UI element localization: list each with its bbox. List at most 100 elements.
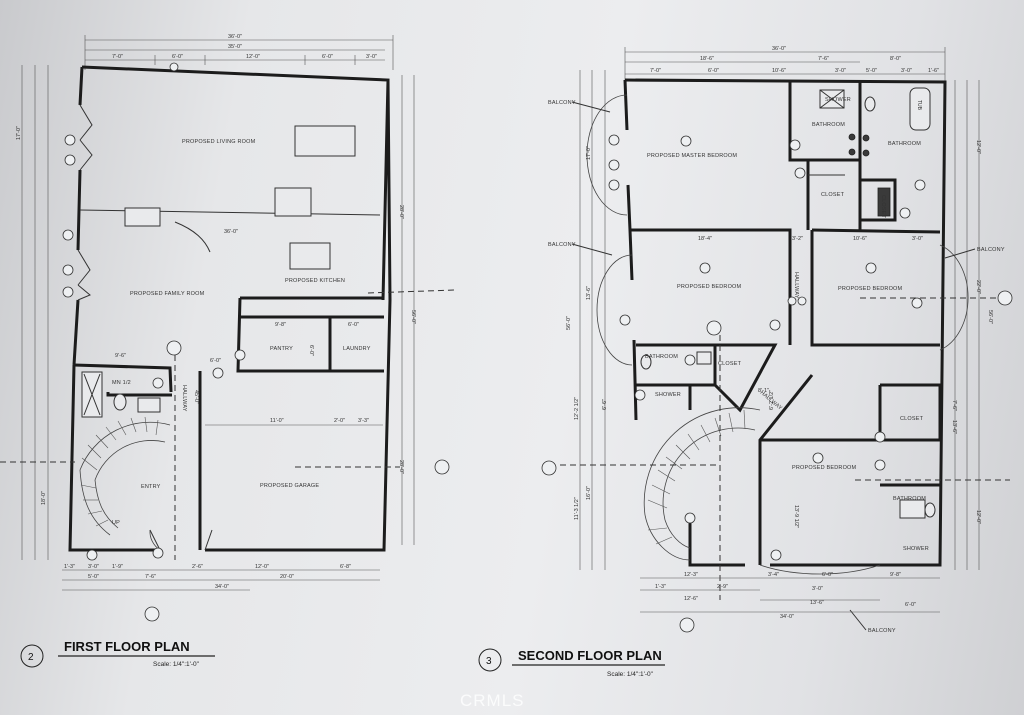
dim2-top-d: 3'-0" (835, 68, 846, 74)
dim2-right-5: 7'-6" (951, 400, 957, 411)
plan2-scale: Scale: 1/4":1'-0" (607, 671, 654, 678)
dim-pantry-w: 9'-8" (275, 322, 286, 328)
dim-hall-c: 45'-0" (193, 390, 199, 404)
plan-scale: Scale: 1/4":1'-0" (153, 661, 200, 668)
plan-title: FIRST FLOOR PLAN (64, 639, 190, 654)
dim-garage-b: 2'-0" (334, 418, 345, 424)
room2-bathroom-3: BATHROOM (645, 354, 678, 360)
dim-bot-d: 12'-0" (255, 564, 269, 570)
plan2-number: 3 (486, 656, 492, 667)
dim2-top-3: 7'-6" (818, 56, 829, 62)
family-table (124, 207, 161, 227)
dim-bot-overall: 34'-0" (215, 584, 229, 590)
dim-left-2: 18'-0" (41, 491, 47, 505)
room2-shower-1: SHOWER (825, 97, 851, 103)
dim2-right-6: 13'-6" (951, 420, 957, 434)
room2-master: PROPOSED MASTER BEDROOM (647, 153, 737, 159)
kitchen-island-2 (289, 242, 331, 270)
plan-number: 2 (28, 652, 34, 663)
dim2-left-4: 11'-3 1/2" (574, 497, 580, 520)
room2-closet-1: CLOSET (821, 192, 845, 198)
room2-bathroom-2: BATHROOM (888, 141, 921, 147)
toilet-icon (113, 393, 127, 411)
dim2-right-2: 22'-0" (975, 280, 981, 294)
room-laundry: LAUNDRY (343, 346, 371, 352)
dim-top-e: 3'-0" (366, 54, 377, 60)
dim-top-d: 6'-0" (322, 54, 333, 60)
dim2-bot-2: 13'-6" (810, 600, 824, 606)
dim-top-b: 6'-0" (172, 54, 183, 60)
dim-left-1: 17'-0" (16, 126, 22, 140)
dim2-top-c: 10'-6" (772, 68, 786, 74)
dim2-bot-i: 6'-0" (905, 602, 916, 608)
bathtub-icon (909, 87, 931, 131)
living-room-table (294, 125, 356, 157)
dim-hall-b: 6'-0" (210, 358, 221, 364)
second-floor-plan: 3 6'-0" 18'-6" 7'-6" 7'-0" 6'-0" 10'-6" 3… (478, 46, 1013, 678)
dim2-top-e: 5'-0" (866, 68, 877, 74)
door-tag-bubbles-2 (541, 134, 1013, 633)
plan2-title: SECOND FLOOR PLAN (518, 648, 662, 663)
plan-number-circle (20, 644, 44, 668)
room2-bedroom-2: PROPOSED BEDROOM (838, 286, 903, 292)
room-garage: PROPOSED GARAGE (260, 483, 319, 489)
room-hallway: HALLWAY (181, 385, 187, 412)
dim2-left-2: 13'-6" (586, 286, 592, 300)
dim2-top-a: 7'-0" (650, 68, 661, 74)
dim2-right-3: 56'-0" (987, 310, 993, 324)
dim2-bot-g: 3'-0" (812, 586, 823, 592)
dim2-left-5: 16'-0" (586, 486, 592, 500)
room2-balcony-4: BALCONY (868, 628, 896, 634)
dim2-bot-d: 12'-6" (684, 596, 698, 602)
dim-bot-f: 6'-8" (340, 564, 351, 570)
dim-top-c: 12'-0" (246, 54, 260, 60)
dim-garage-width: 11'-0" (270, 418, 284, 424)
dim2-left-3: 12'-2 1/2" (574, 397, 580, 420)
room2-closet-3: CLOSET (900, 416, 924, 422)
dim2-top-2: 18'-6" (700, 56, 714, 62)
room2-closet-2: CLOSET (718, 361, 742, 367)
room2-balcony-1: BALCONY (548, 100, 576, 106)
room2-balcony-2: BALCONY (548, 242, 576, 248)
dim-garage-c: 3'-3" (358, 418, 369, 424)
room2-bathroom-4: BATHROOM (893, 496, 926, 502)
room2-bedroom-1: PROPOSED BEDROOM (677, 284, 742, 290)
dim2-bot-f: 6'-0" (822, 572, 833, 578)
crmls-watermark: CRMLS (460, 691, 525, 710)
dim2-top-f: 3'-0" (901, 68, 912, 74)
dim-hall-a: 9'-6" (115, 353, 126, 359)
dim2-bot-e: 3'-4" (768, 572, 779, 578)
room2-bathroom-1: BATHROOM (812, 122, 845, 128)
room2-bedroom-3: PROPOSED BEDROOM (792, 465, 857, 471)
dim-bot-c: 2'-6" (192, 564, 203, 570)
dim2-right-1: 12'-0" (975, 140, 981, 154)
dim2-inner-4: 6'-6" (602, 399, 608, 410)
dim2-right-4: 12'-0" (975, 510, 981, 524)
stair-up-label: UP (112, 520, 120, 526)
room-family: PROPOSED FAMILY ROOM (130, 291, 205, 297)
room-half-bath: MN 1/2 (112, 380, 131, 386)
sink-icon (137, 397, 161, 413)
dim2-inner-1: 6'-2 1/2" (769, 390, 775, 410)
closet-shelf (877, 187, 891, 217)
dim-right-2: 56'-0" (410, 310, 416, 324)
dim2-mid-3: 3'-0" (912, 236, 923, 242)
dim-laundry-w: 6'-0" (348, 322, 359, 328)
dim-bot-i: 1'-9" (112, 564, 123, 570)
dim2-inner-2: 13'-9 1/2" (793, 505, 799, 528)
room-entry: ENTRY (141, 484, 161, 490)
dim2-bot-a: 1'-3" (655, 584, 666, 590)
dim2-mid-2: 10'-6" (853, 236, 867, 242)
dim-right-3: 28'-0" (398, 460, 404, 474)
dim2-mid-4: 3'-2" (792, 236, 803, 242)
first-floor-plan: 36'-0" 35'-0" 7'-0" 6'-0" 12'-0" 6'-0" 3… (0, 34, 456, 668)
dim-top-overall: 36'-0" (228, 34, 242, 40)
room2-balcony-3: BALCONY (977, 247, 1005, 253)
dim-bot-g: 1'-3" (64, 564, 75, 570)
dim2-mid-1: 18'-4" (698, 236, 712, 242)
dim-mid: 36'-0" (224, 229, 238, 235)
room2-closet-1b: CLOSET (880, 195, 886, 219)
tub-label: TUB (916, 100, 922, 111)
plan2-number-circle (478, 648, 502, 672)
